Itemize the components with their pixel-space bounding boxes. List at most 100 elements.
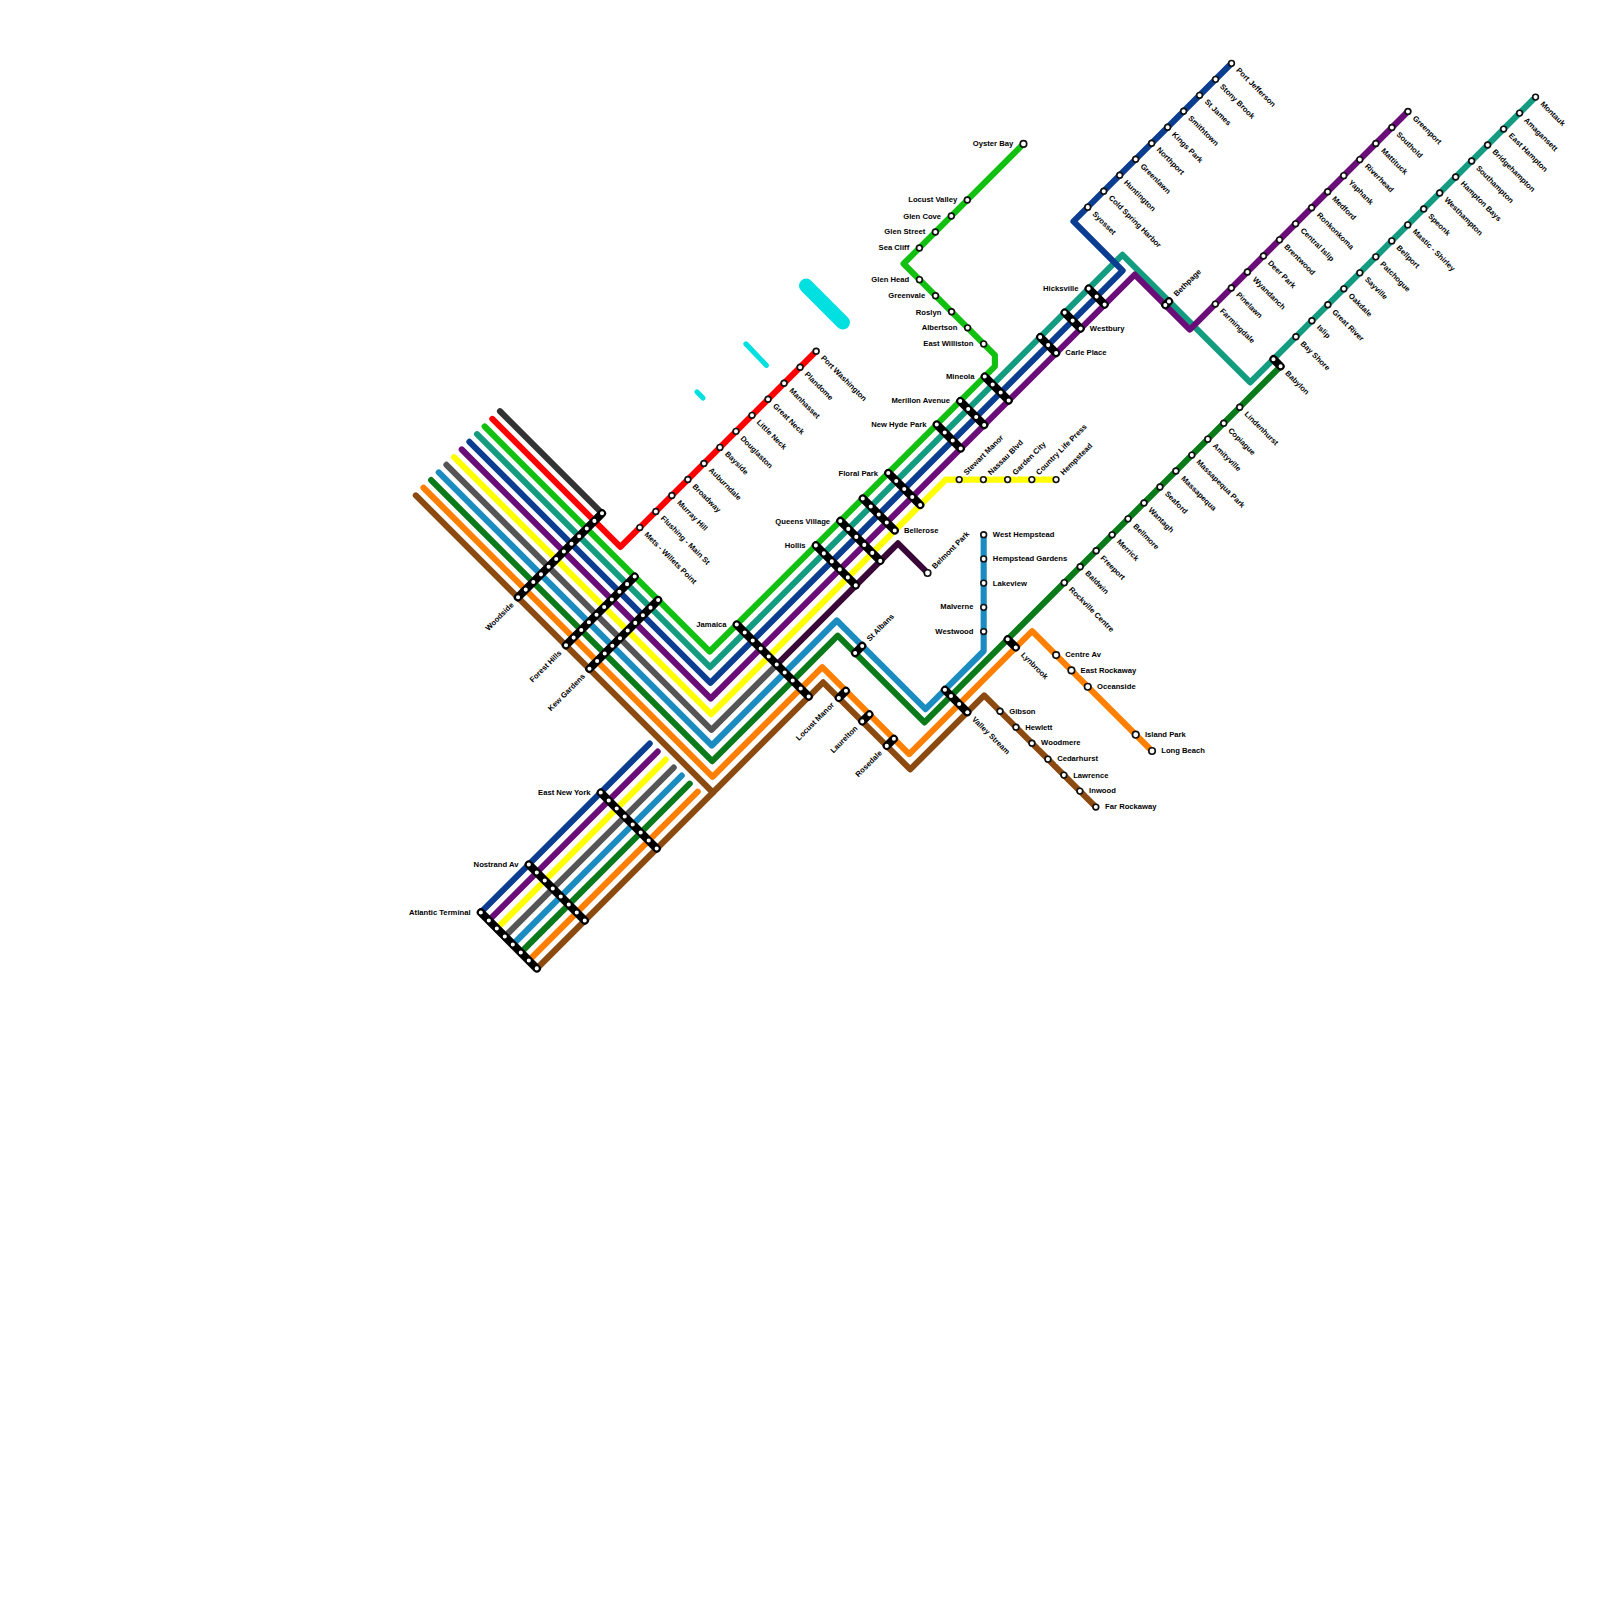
station-dots: [887, 739, 894, 746]
station-label: Lawrence: [1072, 771, 1109, 779]
station-label: Floral Park: [837, 469, 879, 477]
station-label: Centre Av: [1064, 651, 1102, 659]
station-bar: [888, 473, 920, 505]
station-label: Pinelawn: [1234, 290, 1264, 320]
route-line: [513, 776, 682, 945]
station-dot: [949, 694, 953, 698]
station-dots: [481, 289, 1281, 969]
station-dot: [965, 710, 969, 714]
station-label: Glen Cove: [902, 212, 942, 220]
station-label: Southold: [1394, 130, 1424, 160]
station-label: Patchogue: [1378, 259, 1413, 294]
station-ring-fill: [1296, 97, 1536, 337]
station-label: Gibson: [1008, 707, 1036, 715]
station-dot: [943, 688, 947, 692]
station-ring-fill: [1064, 407, 1240, 583]
station-bar: [863, 498, 895, 530]
station-label: Bayside: [722, 450, 750, 478]
station-ring-fill: [982, 535, 986, 632]
station-label: Woodmere: [1040, 739, 1081, 747]
station-label: Greenlawn: [1138, 162, 1173, 197]
station-ring: [640, 351, 817, 528]
station-bar: [737, 624, 809, 696]
route-line: [537, 792, 713, 968]
station-label: Lynbrook: [1018, 650, 1049, 681]
station-dots: [518, 513, 602, 597]
station-bar: [839, 691, 846, 698]
station-label: Yaphank: [1346, 178, 1375, 207]
station-label: Valley Stream: [970, 715, 1012, 757]
station-ring-fill: [640, 351, 817, 528]
station-label: Seaford: [1162, 489, 1189, 516]
station-label: Queens Village: [774, 517, 831, 525]
station-circle: [1068, 667, 1075, 674]
station-dots: [1089, 289, 1105, 305]
station-label: Montauk: [1538, 99, 1567, 128]
station-label: Cedarhurst: [1056, 755, 1099, 763]
station-dots: [888, 473, 920, 505]
station-bar: [601, 793, 657, 849]
route-line: [481, 744, 650, 913]
station-label: Northport: [1154, 146, 1186, 178]
station-dot: [957, 702, 961, 706]
water-mark: [697, 392, 703, 398]
station-bar: [1089, 289, 1105, 305]
station-label: Locust Manor: [794, 700, 836, 742]
station-label: Westwood: [934, 628, 974, 636]
station-dots: [737, 624, 809, 696]
station-label: Hewlett: [1024, 723, 1053, 731]
station-bar: [529, 864, 585, 920]
station-label: Far Rockaway: [1104, 803, 1158, 811]
station-ring: [1064, 407, 1240, 583]
station-label: Bellmore: [1130, 521, 1160, 551]
water-marks: [697, 286, 843, 398]
station-label: Little Neck: [755, 418, 789, 452]
station-label: Deer Park: [1266, 258, 1298, 290]
station-label: Forest Hills: [527, 648, 563, 684]
station-bar: [816, 545, 856, 585]
station-ring: [959, 476, 1056, 483]
station-bar: [518, 513, 602, 597]
station-circle: [1020, 141, 1027, 148]
station-label: Westbury: [1089, 325, 1126, 333]
station-label: Roslyn: [915, 308, 943, 316]
station-label: Brentwood: [1282, 242, 1317, 277]
station-label: Jamaica: [695, 621, 727, 629]
station-dots: [1065, 313, 1081, 329]
station-label: Atlantic Terminal: [408, 909, 472, 917]
station-label: Broadway: [690, 482, 723, 515]
station-bar: [945, 690, 967, 712]
station-bar: [1008, 639, 1016, 647]
station-circle: [924, 570, 931, 577]
station-bar: [855, 646, 862, 653]
station-dots: [1040, 337, 1056, 353]
station-ring: [980, 535, 987, 632]
station-dots: [855, 646, 862, 653]
station-label: Sayville: [1362, 275, 1389, 302]
station-circle: [1149, 748, 1156, 755]
station-label: Greenport: [1411, 114, 1444, 147]
station-dots: [960, 401, 984, 425]
route-line: [489, 752, 658, 921]
station-label: St James: [1202, 98, 1233, 129]
station-label: Auburndale: [706, 466, 743, 503]
station-label: East Williston: [922, 340, 974, 348]
station-label: Greenvale: [887, 292, 926, 300]
station-label: Medford: [1330, 194, 1358, 222]
station-label: Hollis: [784, 542, 807, 550]
station-bar: [481, 912, 537, 968]
station-dots: [943, 688, 970, 715]
station-label: Great Neck: [771, 402, 806, 437]
station-label: Bethpage: [1171, 267, 1203, 299]
station-bar: [589, 600, 658, 669]
station-label: Bellport: [1394, 243, 1421, 270]
station-label: East New York: [537, 789, 592, 797]
station-dots: [1273, 359, 1280, 366]
station-dots: [1008, 639, 1016, 647]
route-line: [416, 495, 1096, 807]
station-label: Stewart Manor: [962, 433, 1006, 477]
station-circle: [1053, 652, 1060, 659]
route-line: [477, 97, 1536, 667]
route-line: [423, 488, 1152, 777]
